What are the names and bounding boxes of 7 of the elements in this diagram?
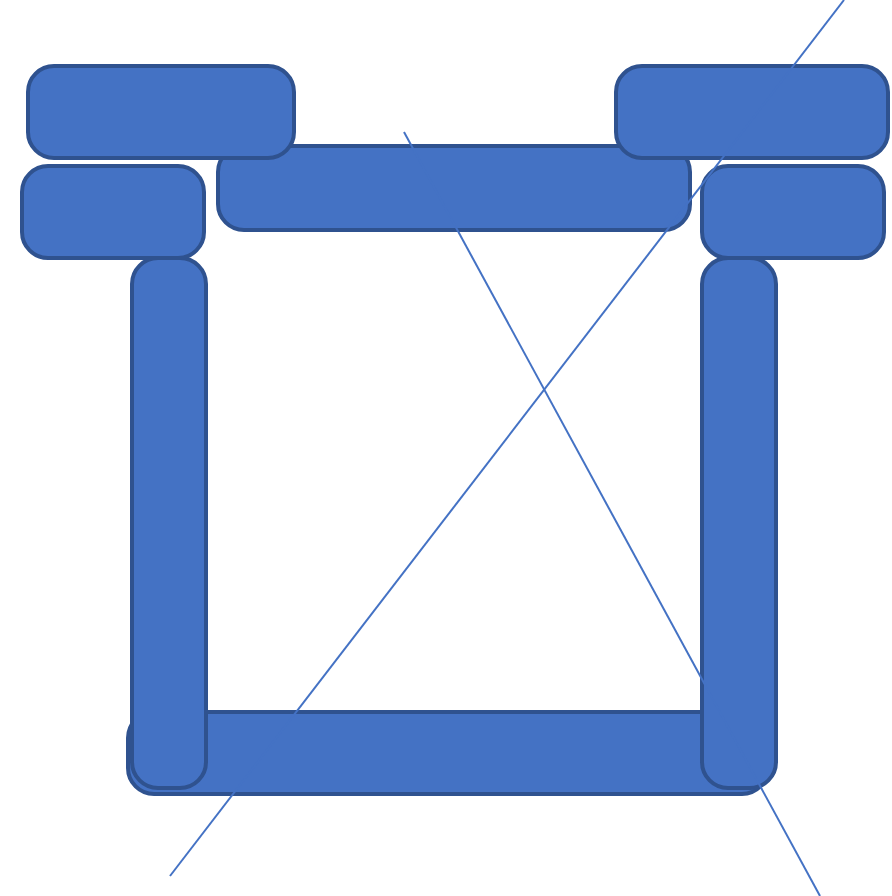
bar [700,164,886,260]
bar [216,144,692,232]
bar [130,256,208,790]
bar [20,164,206,260]
bar [26,64,296,160]
bar [700,256,778,790]
bar [614,64,890,160]
